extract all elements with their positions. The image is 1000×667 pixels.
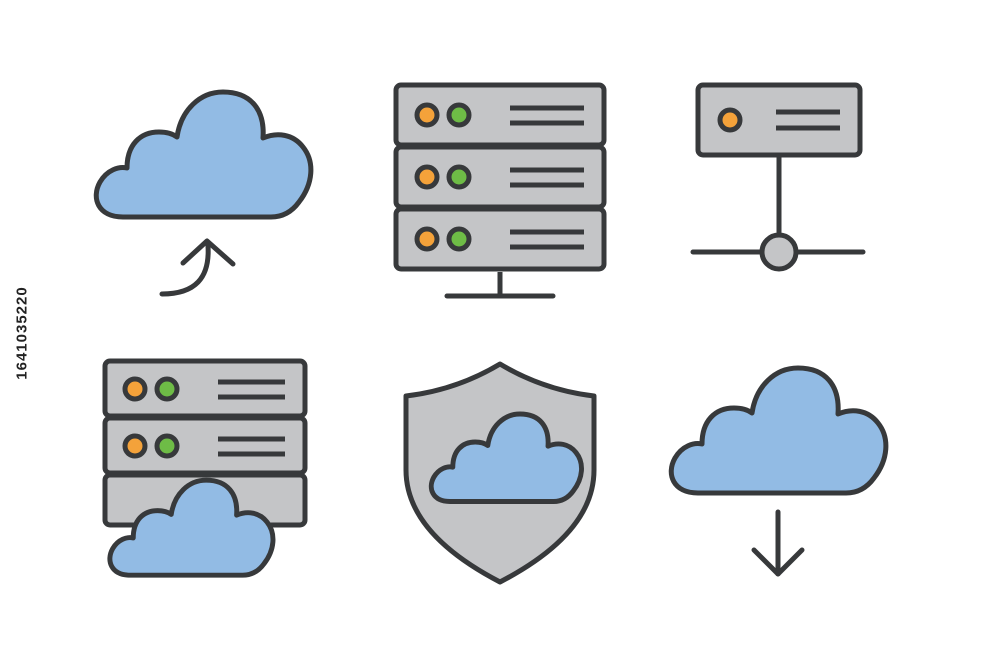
download-arrow-icon xyxy=(751,509,805,577)
server-unit xyxy=(102,415,308,476)
network-server-icon xyxy=(690,82,866,272)
server-unit xyxy=(393,82,607,148)
server-unit xyxy=(102,358,308,419)
stock-id-label: 1641035220 xyxy=(13,286,31,380)
server-unit xyxy=(393,144,607,210)
server-cloud-icon xyxy=(102,358,308,575)
server-stand xyxy=(444,272,556,299)
cloud-download-icon xyxy=(671,368,886,577)
cloud-security-shield-icon xyxy=(403,361,597,585)
cloud-upload-icon xyxy=(96,92,311,297)
server-unit xyxy=(393,206,607,272)
server-rack-icon xyxy=(393,82,607,299)
upload-arrow-icon xyxy=(159,238,236,297)
